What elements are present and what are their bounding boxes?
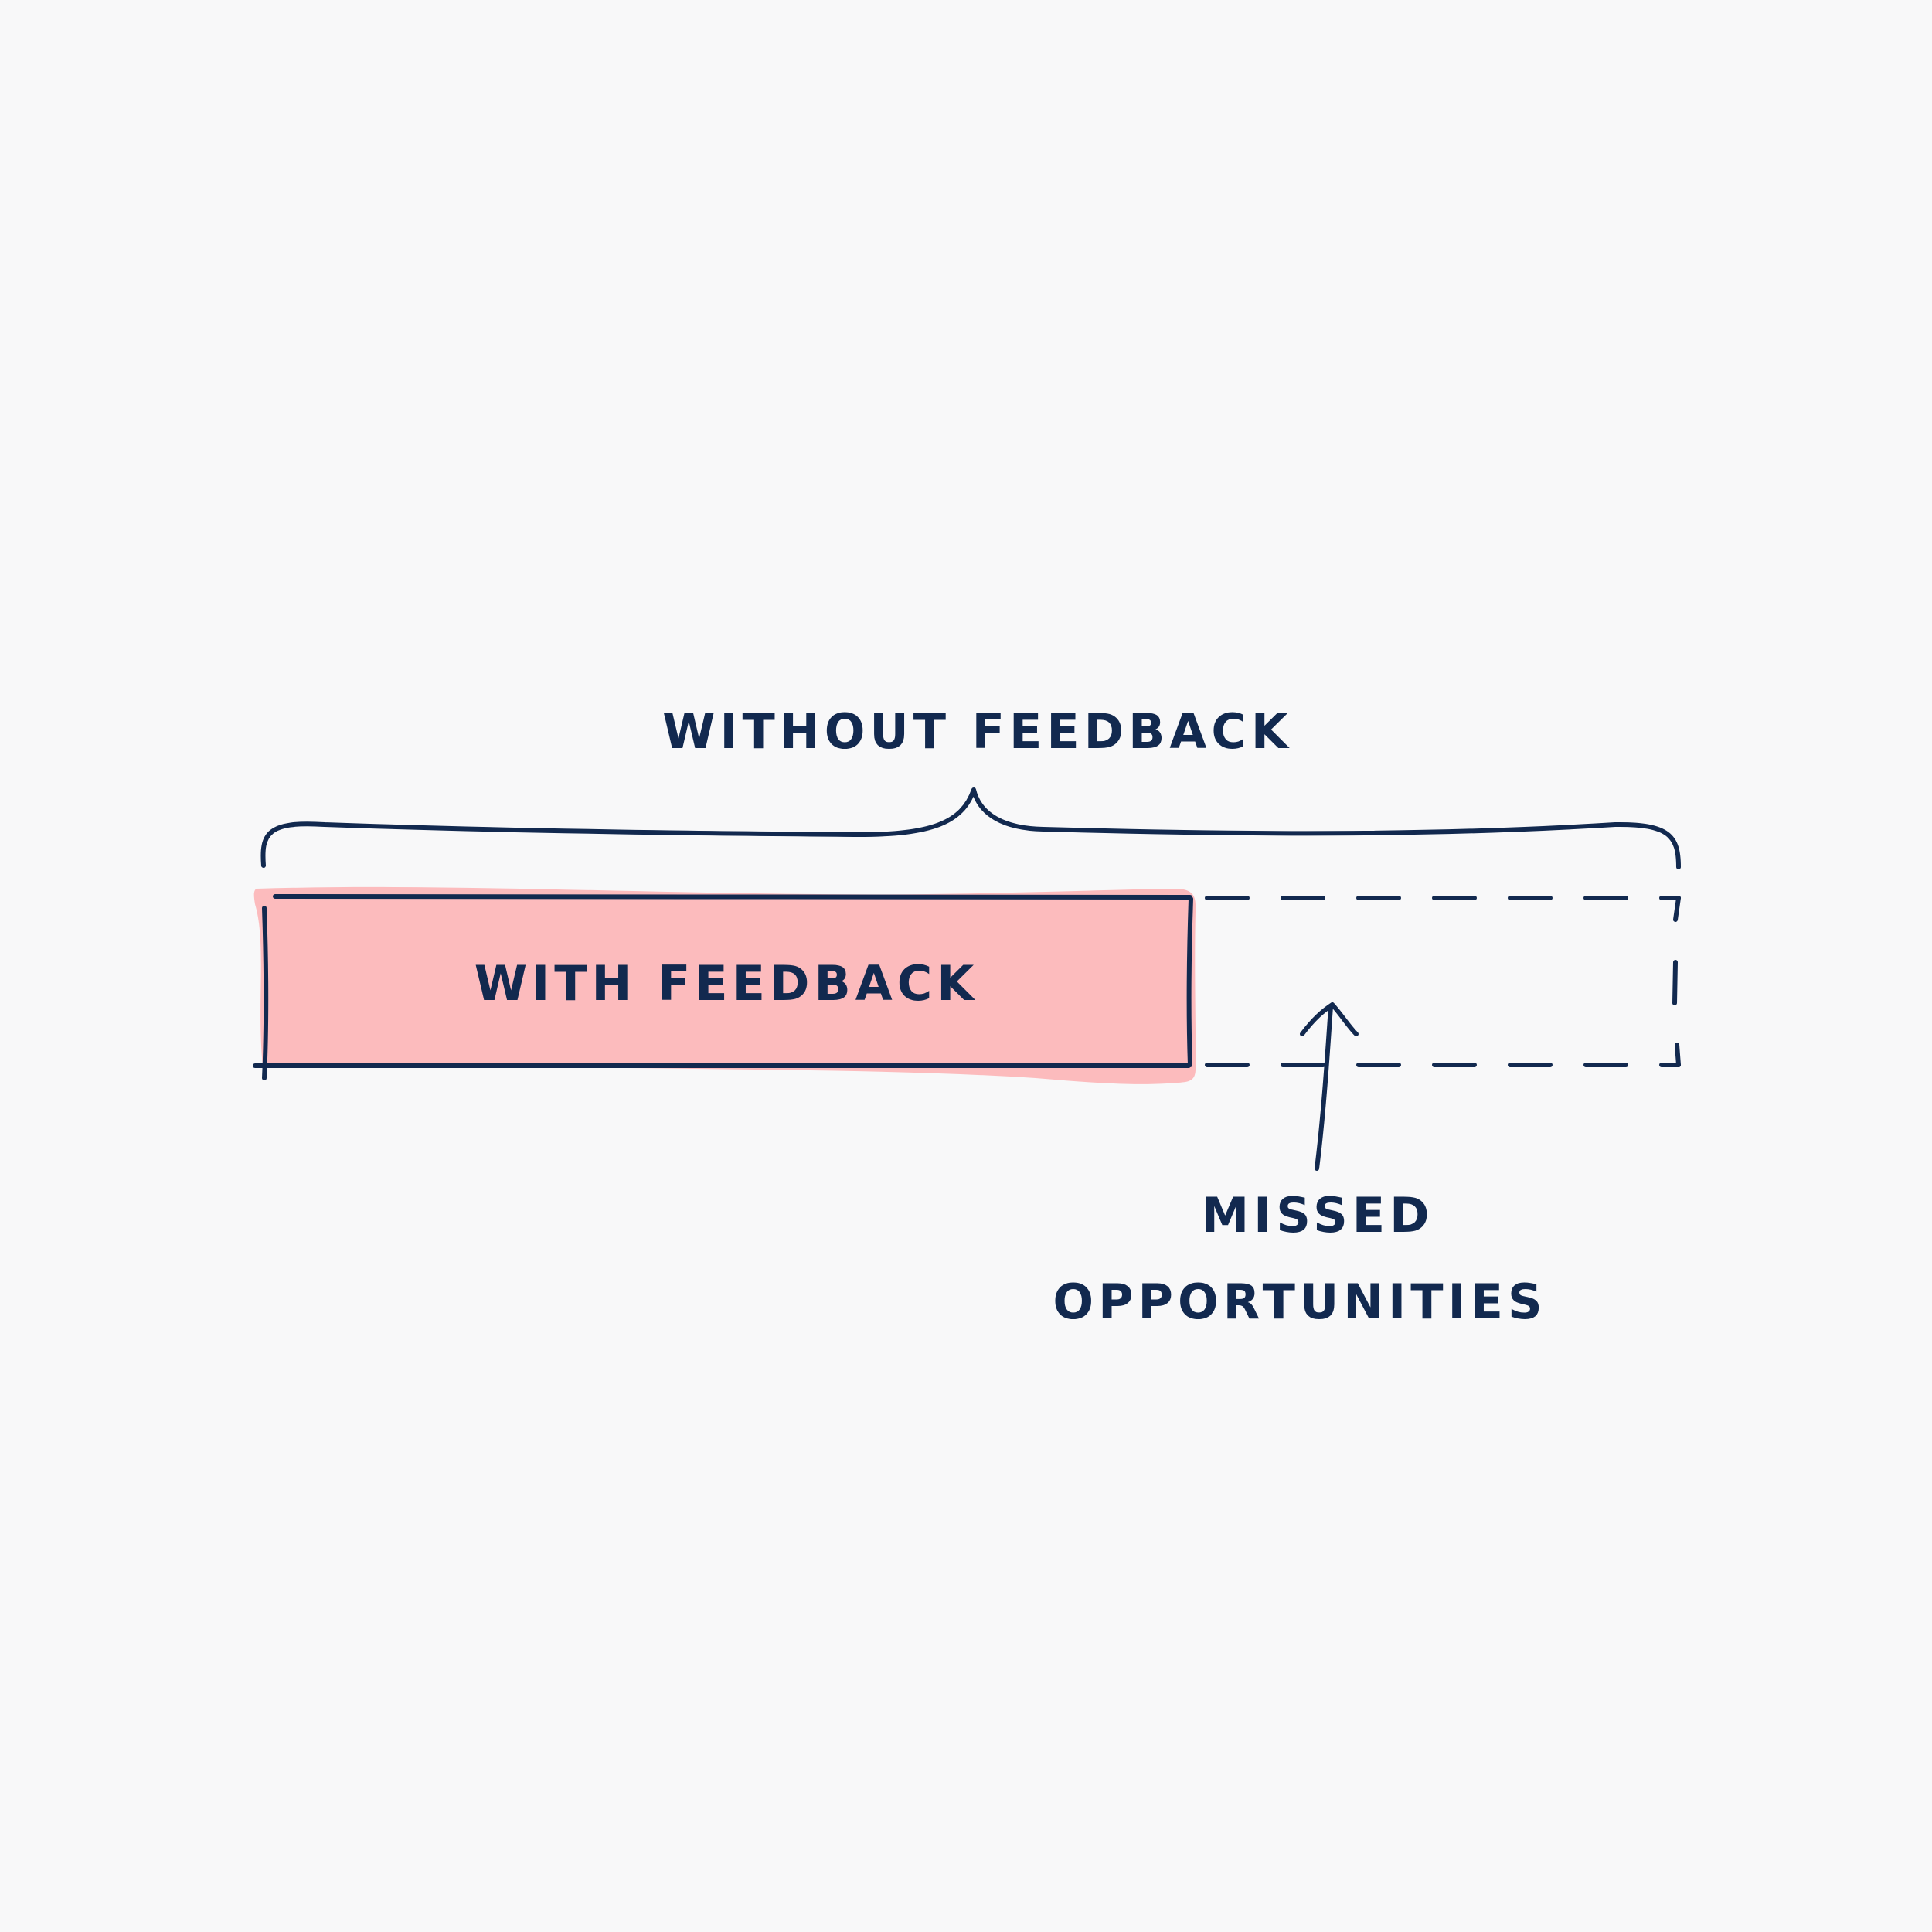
without-feedback-label: WITHOUT FEEDBACK bbox=[662, 703, 1293, 760]
with-feedback-highlight bbox=[253, 886, 1196, 1084]
missed-opportunities-arrow bbox=[1300, 1002, 1359, 1171]
missed-opportunities-label-line2: OPPORTUNITIES bbox=[1053, 1274, 1546, 1330]
missed-opportunities-label-line1: MISSED bbox=[1201, 1187, 1434, 1243]
missed-opportunities-box bbox=[1205, 896, 1681, 1067]
with-feedback-box bbox=[253, 894, 1193, 1080]
without-feedback-brace bbox=[260, 787, 1681, 869]
with-feedback-label: WITH FEEDBACK bbox=[474, 955, 979, 1012]
